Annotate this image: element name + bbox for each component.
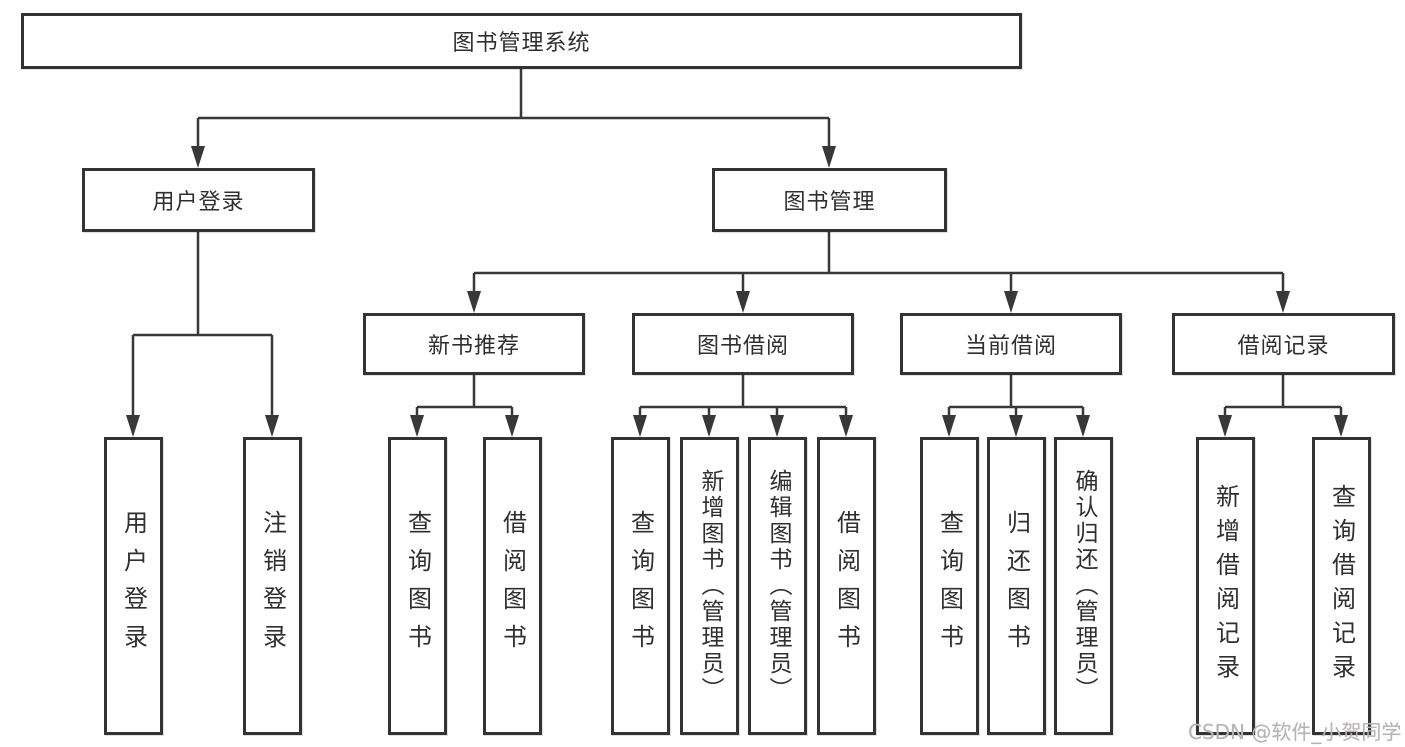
node-label: 图书借阅 — [696, 334, 789, 359]
leaf-label: 新增借阅记录 — [1211, 484, 1240, 688]
node-book-borrow: 图书借阅 — [632, 313, 854, 375]
node-library-management-system: 图书管理系统 — [21, 13, 1022, 69]
leaf-edit-book-admin: 编辑图书（管理员） — [748, 437, 807, 735]
leaf-label: 确认归还（管理员） — [1071, 469, 1097, 703]
leaf-label: 查询图书 — [626, 510, 655, 662]
node-label: 借阅记录 — [1237, 334, 1330, 359]
leaf-query-borrow-record: 查询借阅记录 — [1312, 437, 1371, 735]
leaf-label: 查询借阅记录 — [1327, 484, 1356, 688]
leaf-label: 借阅图书 — [832, 510, 861, 662]
node-borrow-records: 借阅记录 — [1172, 313, 1395, 375]
node-new-book-recommend: 新书推荐 — [363, 313, 585, 375]
leaf-label: 注销登录 — [258, 510, 287, 662]
arrowhead-group — [126, 146, 1348, 437]
leaf-borrow-books-recommend: 借阅图书 — [483, 437, 542, 735]
csdn-watermark: CSDN @软件_小贺同学 — [1188, 720, 1402, 744]
leaf-label: 查询图书 — [403, 510, 432, 662]
leaf-label: 归还图书 — [1002, 510, 1031, 662]
node-current-borrow: 当前借阅 — [900, 313, 1122, 375]
leaf-confirm-return-admin: 确认归还（管理员） — [1054, 437, 1113, 735]
leaf-add-book-admin: 新增图书（管理员） — [680, 437, 739, 735]
leaf-logout: 注销登录 — [243, 437, 302, 735]
leaf-query-books-current: 查询图书 — [920, 437, 979, 735]
node-label: 新书推荐 — [427, 334, 520, 359]
node-user-login: 用户登录 — [82, 168, 315, 232]
leaf-label: 新增图书（管理员） — [697, 469, 723, 703]
leaf-borrow-books: 借阅图书 — [817, 437, 876, 735]
leaf-label: 查询图书 — [935, 510, 964, 662]
leaf-user-login: 用户登录 — [104, 437, 163, 735]
node-book-management: 图书管理 — [712, 168, 947, 232]
node-label: 当前借阅 — [964, 334, 1057, 359]
leaf-label: 编辑图书（管理员） — [765, 469, 791, 703]
node-label: 用户登录 — [152, 190, 245, 215]
node-label: 图书管理系统 — [452, 31, 591, 56]
leaf-label: 用户登录 — [119, 510, 148, 662]
leaf-query-books-borrow: 查询图书 — [611, 437, 670, 735]
leaf-label: 借阅图书 — [498, 510, 527, 662]
node-label: 图书管理 — [783, 190, 876, 215]
leaf-query-books-recommend: 查询图书 — [388, 437, 447, 735]
leaf-add-borrow-record: 新增借阅记录 — [1196, 437, 1255, 735]
leaf-return-books: 归还图书 — [987, 437, 1046, 735]
